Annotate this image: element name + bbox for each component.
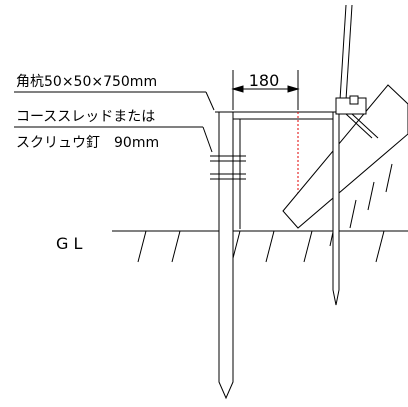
steel-pin (332, 111, 340, 306)
diagonal-brace (282, 84, 408, 229)
stake-label: 角杭50×50×750mm (16, 74, 157, 90)
screw-leader (14, 126, 213, 153)
screw-label-line2: スクリュウ釘 90mm (16, 134, 159, 151)
ground-line-label: G L (56, 234, 82, 253)
vertical-post (339, 4, 353, 101)
dimension-label: 180 (249, 71, 280, 90)
screw-label-line1: コーススレッドまたは (16, 109, 155, 125)
square-stake (215, 111, 237, 400)
stake-leader (14, 91, 215, 111)
dimension-marker (231, 70, 300, 110)
bracket (335, 95, 379, 139)
screws (210, 155, 246, 180)
